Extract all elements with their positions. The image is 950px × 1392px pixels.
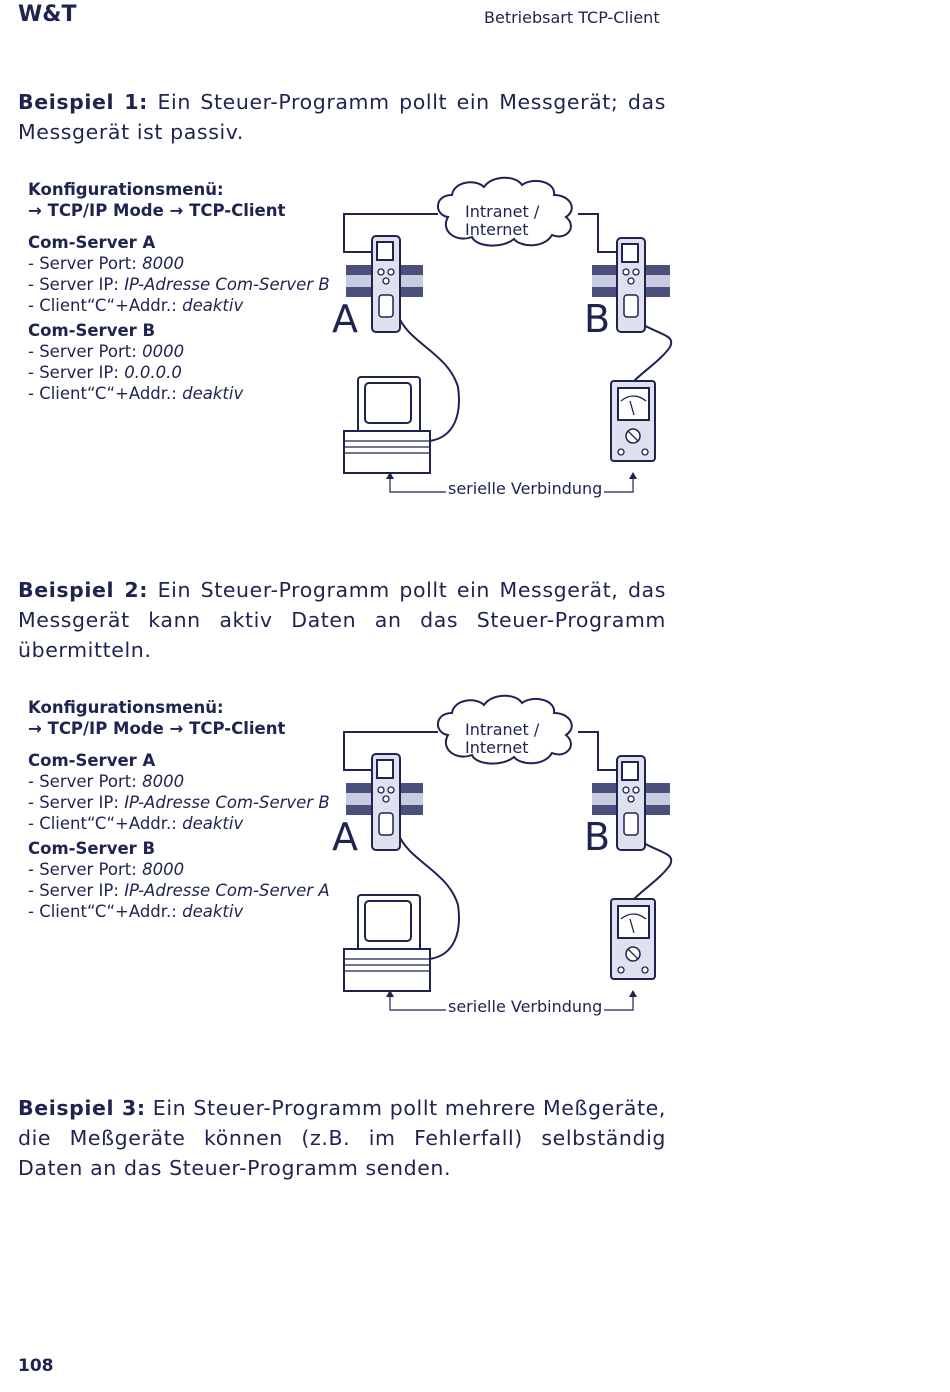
example-2-title: Beispiel 2: [18,578,149,602]
example-1-text: Ein Steuer-Programm pollt ein Messgerät;… [18,90,666,144]
server-a-port: - Server Port: 8000 [28,254,185,273]
example-2-diagram: Intranet / Internet A B serielle Verbind… [330,693,680,1023]
serial-connection-label: serielle Verbindung [448,997,603,1016]
brand-logo: W&T [18,2,77,27]
server-b-client: - Client“C“+Addr.: deaktiv [28,902,244,921]
server-a-title: Com-Server A [28,751,156,770]
page-number: 108 [18,1356,54,1376]
cloud-label-line1: Intranet / [465,720,540,739]
running-title: Betriebsart TCP-Client [484,8,660,27]
example-2-paragraph: Beispiel 2: Ein Steuer-Programm pollt ei… [18,575,666,665]
example-1-diagram: Intranet / Internet A B serielle Verbind… [330,175,680,505]
example-3-title: Beispiel 3: [18,1096,146,1120]
config-heading: Konfigurationsmenü: [28,698,224,717]
server-b-port: - Server Port: 0000 [28,342,185,361]
server-a-ip: - Server IP: IP-Adresse Com-Server B [28,275,330,294]
server-a-title: Com-Server A [28,233,156,252]
server-a-client: - Client“C“+Addr.: deaktiv [28,296,244,315]
server-b-client: - Client“C“+Addr.: deaktiv [28,384,244,403]
serial-connection-label: serielle Verbindung [448,479,603,498]
config-path: → TCP/IP Mode → TCP-Client [28,201,286,220]
config-heading: Konfigurationsmenü: [28,180,224,199]
example-2-config: Konfigurationsmenü: → TCP/IP Mode → TCP-… [28,697,330,922]
config-path: → TCP/IP Mode → TCP-Client [28,719,286,738]
device-label-b: B [584,815,611,859]
server-b-ip: - Server IP: IP-Adresse Com-Server A [28,881,330,900]
device-label-b: B [584,297,611,341]
server-b-port: - Server Port: 8000 [28,860,185,879]
cloud-label-line1: Intranet / [465,202,540,221]
server-b-title: Com-Server B [28,839,156,858]
network-diagram-graphic [343,176,673,493]
server-b-ip: - Server IP: 0.0.0.0 [28,363,182,382]
cloud-label-line2: Internet [465,220,529,239]
network-diagram-graphic [343,694,673,1011]
server-a-ip: - Server IP: IP-Adresse Com-Server B [28,793,330,812]
example-2-text: Ein Steuer-Programm pollt ein Messgerät,… [18,578,666,662]
example-1-config: Konfigurationsmenü: → TCP/IP Mode → TCP-… [28,179,330,404]
device-label-a: A [332,815,358,859]
server-a-client: - Client“C“+Addr.: deaktiv [28,814,244,833]
server-a-port: - Server Port: 8000 [28,772,185,791]
example-3-text: Ein Steuer-Programm pollt mehrere Meßger… [18,1096,666,1180]
example-3-paragraph: Beispiel 3: Ein Steuer-Programm pollt me… [18,1093,666,1183]
example-1-title: Beispiel 1: [18,90,148,114]
example-1-paragraph: Beispiel 1: Ein Steuer-Programm pollt ei… [18,87,666,147]
server-b-title: Com-Server B [28,321,156,340]
device-label-a: A [332,297,358,341]
cloud-label-line2: Internet [465,738,529,757]
